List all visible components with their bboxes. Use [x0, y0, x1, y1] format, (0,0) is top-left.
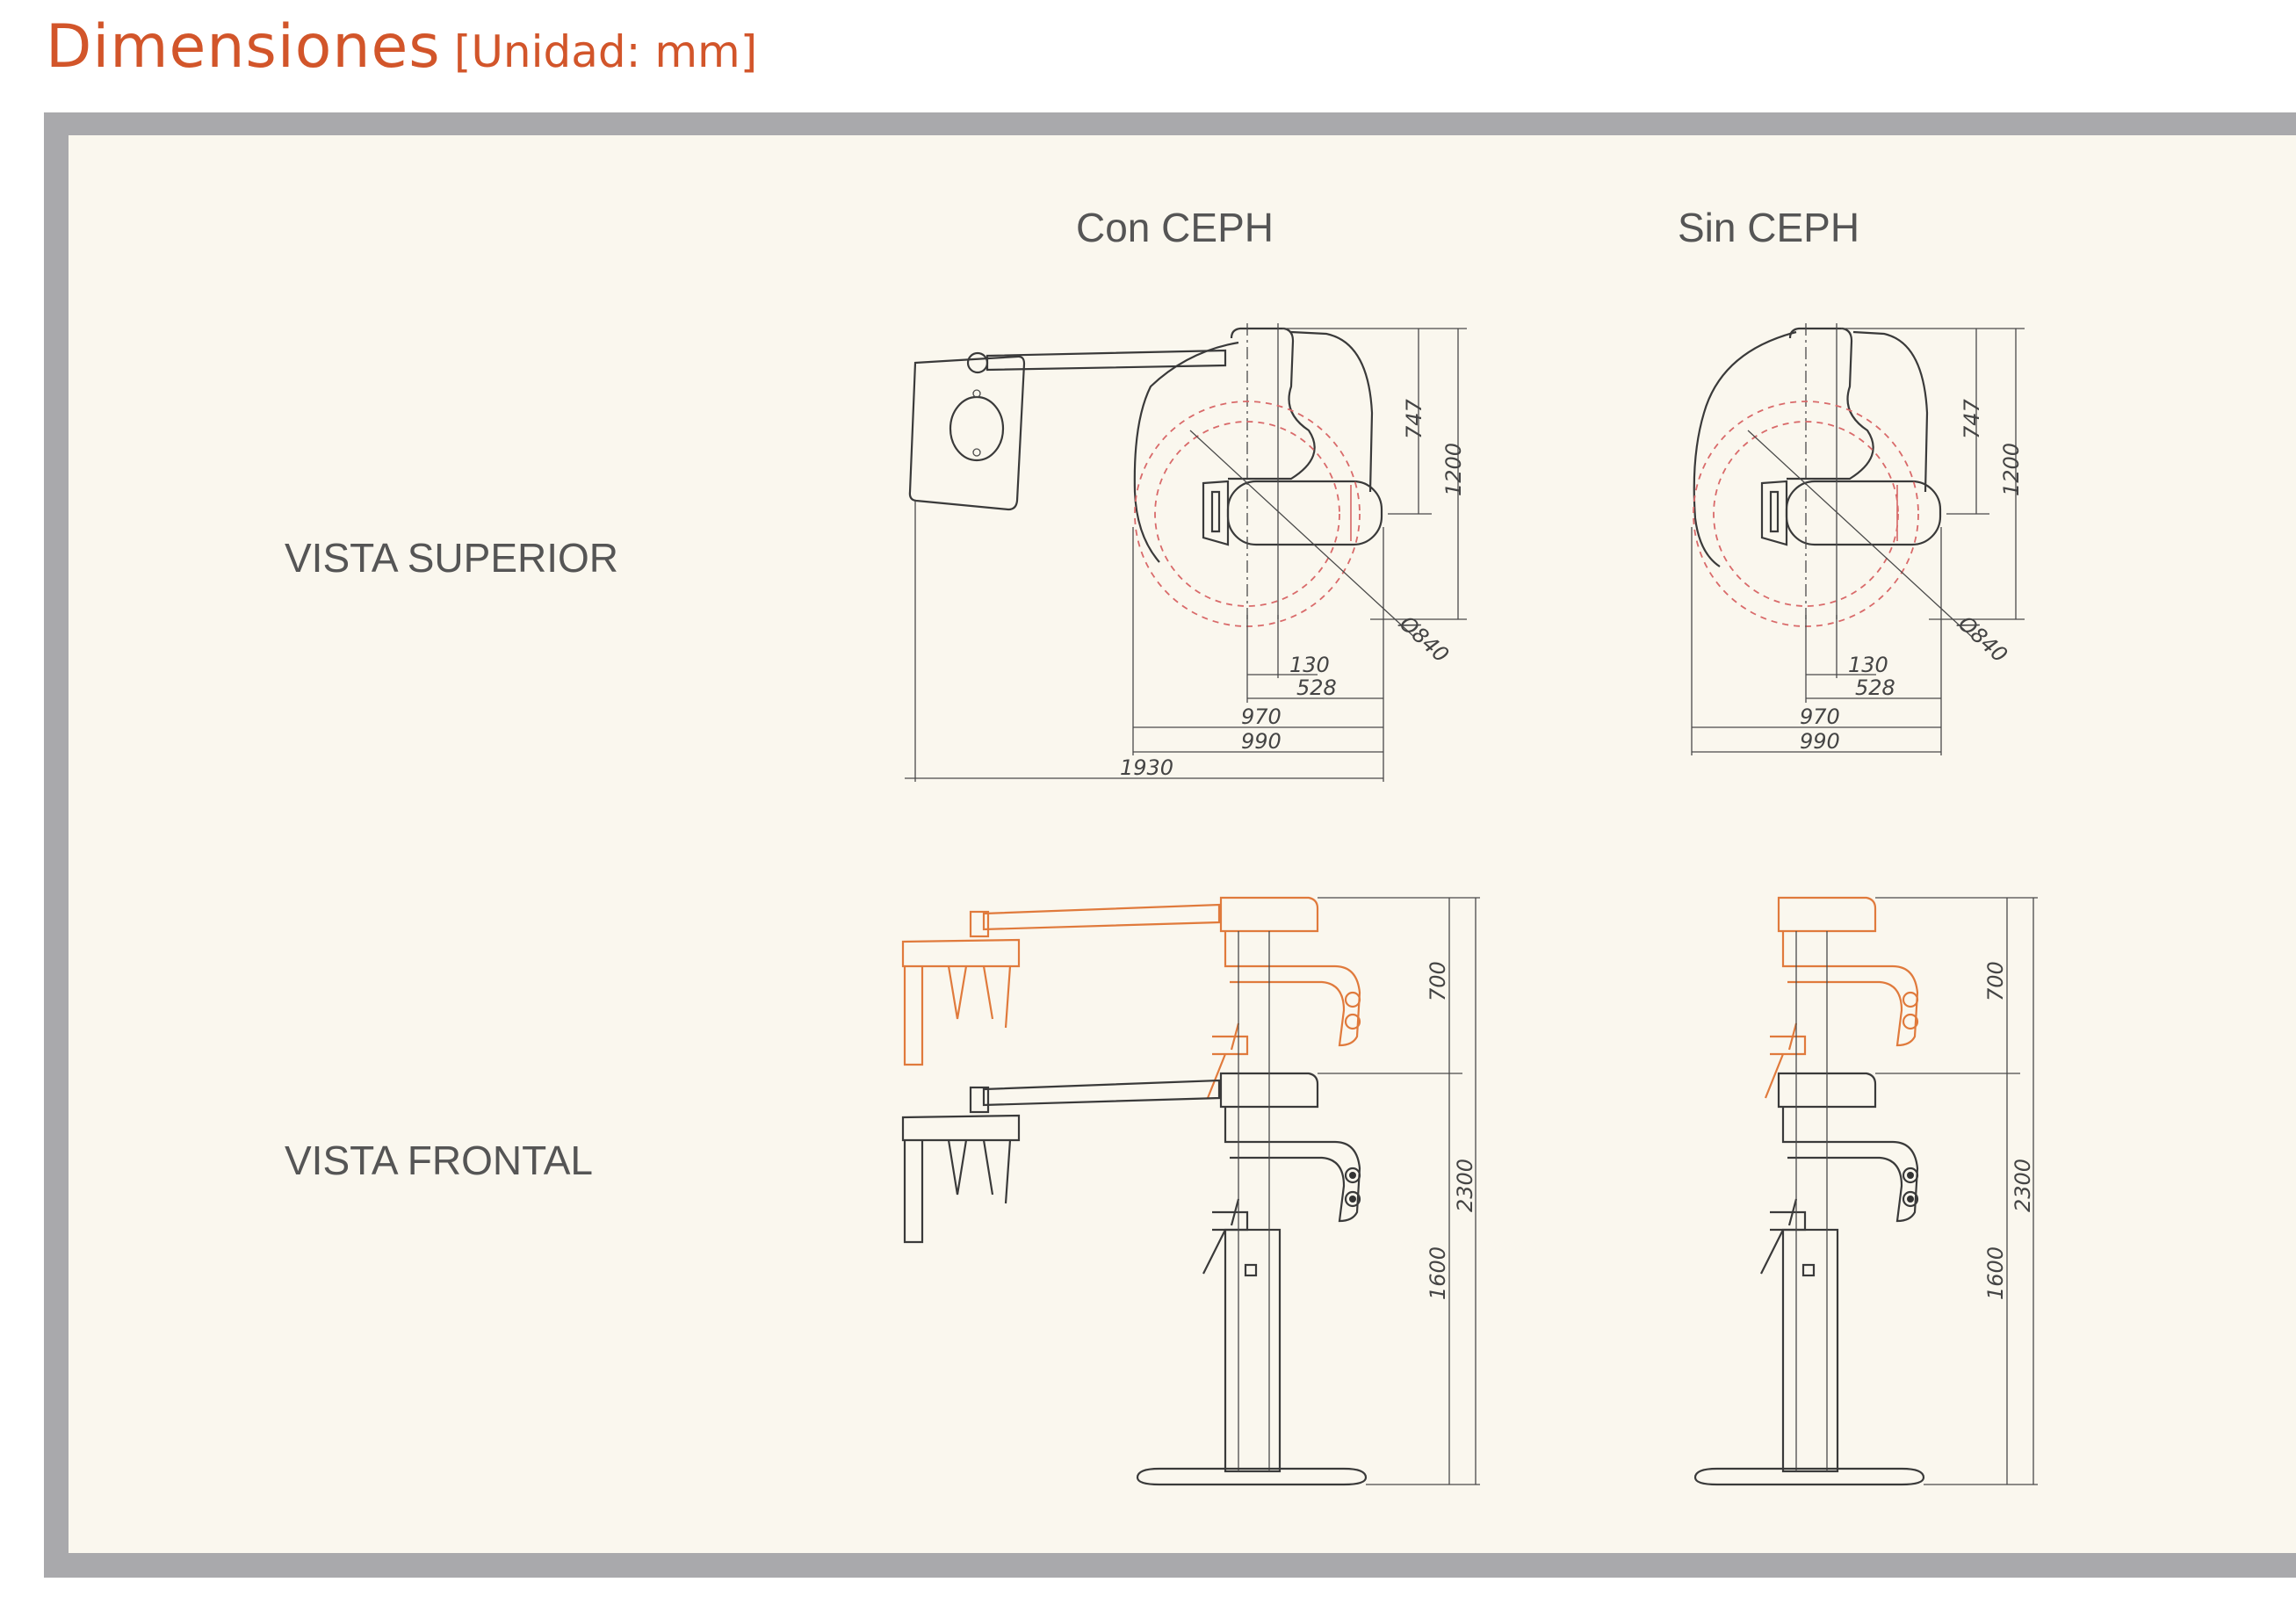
dim-747-without-ceph: 747: [1960, 398, 1984, 439]
dim-747-with-ceph: 747: [1402, 398, 1426, 439]
unit-head: [1787, 327, 1874, 480]
ceph-detector-plate: [908, 355, 1026, 511]
rotation-arm: [1785, 480, 1942, 546]
dim-970-with-ceph: 970: [1241, 704, 1282, 729]
dim-1600-without-ceph: 1600: [1983, 1246, 2008, 1300]
dim-990-without-ceph: 990: [1800, 729, 1840, 754]
column-heading-with-ceph: Con CEPH: [1076, 205, 1274, 250]
raised-position-outline: [1764, 896, 1919, 1099]
row-heading-top-view: VISTA SUPERIOR: [285, 535, 619, 581]
unit-head: [1228, 327, 1316, 480]
dim-130-with-ceph: 130: [1289, 653, 1330, 677]
row-heading-front-view: VISTA FRONTAL: [285, 1138, 594, 1183]
drawing-frame: [44, 112, 2296, 1578]
rotation-arm: [1226, 480, 1383, 546]
drawing-panel: [69, 135, 2296, 1553]
column: [1224, 1228, 1282, 1473]
unit-head-front: [1777, 1072, 1877, 1109]
dim-2300-with-ceph: 2300: [1453, 1159, 1477, 1212]
column-heading-without-ceph: Sin CEPH: [1678, 205, 1860, 250]
page-title: Dimensiones [Unidad: mm]: [46, 12, 757, 82]
dim-528-without-ceph: 528: [1855, 675, 1895, 700]
front-view-with-ceph: 700 2300 1600: [901, 896, 1480, 1486]
unit-head-front: [1219, 1072, 1319, 1109]
title-text: Dimensiones: [46, 12, 441, 82]
unit-housing-outline: [1693, 330, 1797, 567]
ceph-head-front: [901, 1114, 1021, 1142]
dim-528-with-ceph: 528: [1296, 675, 1337, 700]
dim-700-with-ceph: 700: [1426, 961, 1450, 1001]
base-plate: [1136, 1467, 1368, 1486]
unit-text: [Unidad: mm]: [453, 26, 758, 77]
base-plate: [1693, 1467, 1925, 1486]
dim-130-without-ceph: 130: [1848, 653, 1888, 677]
dim-990-with-ceph: 990: [1241, 729, 1282, 754]
rotation-circle-inner: [1713, 421, 1899, 607]
dim-1200-with-ceph: 1200: [1441, 443, 1466, 496]
rotation-circle-inner: [1154, 421, 1340, 607]
ceph-arm-front: [982, 1079, 1221, 1107]
ceph-pivot: [966, 351, 989, 374]
raised-position-outline: [901, 896, 1361, 1099]
dim-970-without-ceph: 970: [1800, 704, 1840, 729]
dim-2300-without-ceph: 2300: [2011, 1159, 2035, 1212]
top-view-with-ceph: 747 1200 Ø840 130 528 970 990 1930: [905, 323, 1467, 782]
unit-housing-outline: [1133, 341, 1239, 563]
front-view-without-ceph: 700 2300 1600: [1693, 896, 2038, 1486]
dim-700-without-ceph: 700: [1983, 961, 2008, 1001]
top-view-without-ceph: 747 1200 Ø840 130 528 970 990: [1691, 323, 2025, 755]
ceph-sensor-window: [949, 395, 1005, 462]
ceph-arm: [986, 349, 1227, 372]
dim-1930: 1930: [1120, 755, 1173, 780]
column: [1781, 1228, 1839, 1473]
dim-1600-with-ceph: 1600: [1426, 1246, 1450, 1300]
dim-1200-without-ceph: 1200: [1999, 443, 2024, 496]
